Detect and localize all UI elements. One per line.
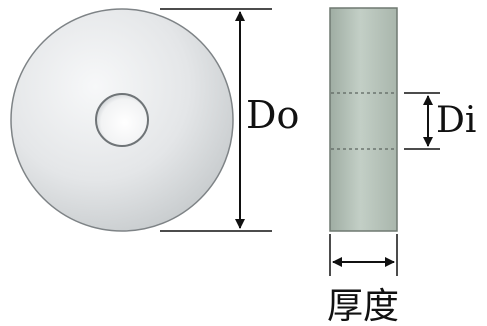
side-profile — [329, 7, 398, 232]
center-hole — [95, 93, 149, 147]
outer-diameter-dimension: Do — [160, 8, 299, 232]
inner-diameter-label: Di — [436, 100, 476, 141]
washer-front-view — [10, 8, 234, 232]
thickness-label: 厚度 — [327, 286, 399, 326]
thickness-dimension: 厚度 — [327, 234, 399, 326]
washer-side-view — [329, 7, 398, 232]
outer-diameter-label: Do — [246, 93, 299, 137]
inner-diameter-dimension: Di — [404, 92, 476, 150]
